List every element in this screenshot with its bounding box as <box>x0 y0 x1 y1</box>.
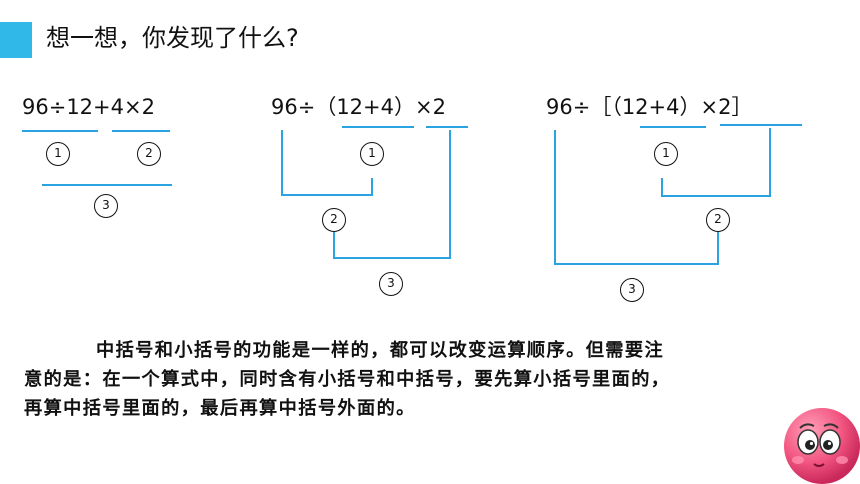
conclusion-paragraph: 中括号和小括号的功能是一样的，都可以改变运算顺序。但需要注 意的是：在一个算式中… <box>24 336 860 423</box>
smiley-ball-icon <box>784 408 860 484</box>
bracket-step3-e2 <box>333 130 451 259</box>
title-accent-bar <box>0 22 32 58</box>
expression-2: 96÷（12+4）×2 <box>271 95 446 119</box>
bracket-step2-e2 <box>281 130 373 196</box>
step-marker-3-e2: 3 <box>379 272 403 296</box>
step-marker-1-e1: 1 <box>46 142 70 166</box>
bracket-step2-e3 <box>661 128 771 197</box>
bracket-step3-e3 <box>554 130 719 265</box>
step-marker-3-e1: 3 <box>94 194 118 218</box>
conclusion-line-1: 中括号和小括号的功能是一样的，都可以改变运算顺序。但需要注 <box>96 340 665 361</box>
step-marker-1-e3: 1 <box>654 142 678 166</box>
expression-1: 96÷12+4×2 <box>22 95 155 119</box>
step-marker-2-e2: 2 <box>322 208 346 232</box>
expression-3: 96÷［（12+4）×2］ <box>546 95 753 119</box>
step-marker-2-e1: 2 <box>137 142 161 166</box>
step-marker-1-e2: 1 <box>360 142 384 166</box>
page-title: 想一想，你发现了什么? <box>46 24 299 52</box>
conclusion-line-3: 再算中括号里面的，最后再算中括号外面的。 <box>24 398 416 419</box>
step-marker-3-e3: 3 <box>620 278 644 302</box>
step-marker-2-e3: 2 <box>706 208 730 232</box>
conclusion-line-2: 意的是：在一个算式中，同时含有小括号和中括号，要先算小括号里面的， <box>24 369 671 390</box>
